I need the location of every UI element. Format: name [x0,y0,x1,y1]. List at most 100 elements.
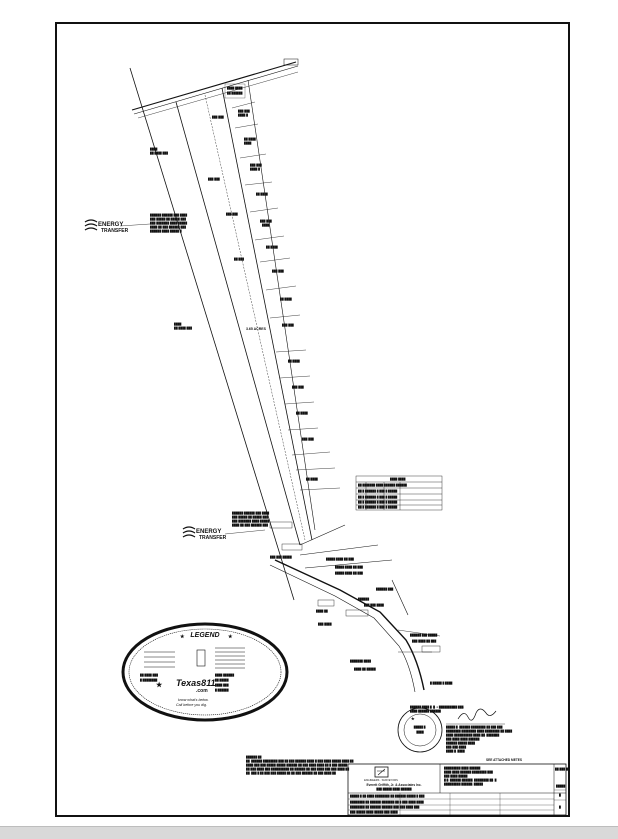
title-block [347,763,567,816]
svg-text:███ ███: ███ ███ [238,109,250,113]
svg-text:███ ████ ████ ██████: ███ ████ ████ ██████ [446,737,480,741]
svg-text:████████ ████████ ████ ███████: ████████ ████████ ████ ████████ ██ ████ [446,729,512,733]
svg-text:███ ███: ███ ███ [260,219,272,223]
svg-text:██ ████ ███: ██ ████ ███ [140,673,158,677]
svg-text:████ ████: ████ ████ [390,477,406,481]
svg-text:█████ █.: █████ █. [414,725,427,729]
svg-text:███ █████ ██ █████ ███: ███ █████ ██ █████ ███ [150,217,186,221]
svg-text:████ ██████ ██████: ████ ██████ ██████ [410,709,441,713]
firm-logo-icon [374,766,389,778]
svg-text:████ ████ ██████ ████████ ███: ████ ████ ██████ ████████ ███ [444,770,493,774]
svg-text:███ ███: ███ ███ [282,323,294,327]
svg-text:████ ██ ███ ██████ ███: ████ ██ ███ ██████ ███ [150,225,186,229]
energy-transfer-logo-lower: ENERGY TRANSFER ██████ ██████ ███ ████ █… [182,511,269,541]
svg-text:████: ████ [174,322,182,326]
svg-text:█: █ [559,793,561,797]
svg-text:███ █████ ████ ██████: ███ █████ ████ ██████ [376,787,411,791]
svg-text:██ ████ ███: ██ ████ ███ [174,326,192,330]
signature-block: ██████ ████ █. █. & ██████████ ███. ████… [410,705,512,753]
svg-text:████ ███: ████ ███ [215,683,229,687]
svg-text:████ ███ ███ █████ █████ █████: ████ ███ ███ █████ █████ ██████ ██ ███ █… [246,763,347,767]
legend-title: LEGEND [190,632,219,639]
svg-text:███ ███ ████: ███ ███ ████ [364,603,384,607]
svg-text:███ ███: ███ ███ [272,269,284,273]
svg-text:███ ███: ███ ███ [212,115,224,119]
svg-text:██ ████: ██ ████ [280,297,292,301]
see-attached-label: SEE ATTACHED METES [486,758,522,762]
svg-text:██ ████: ██ ████ [306,477,318,481]
svg-text:█ █████ █ ████: █ █████ █ ████ [430,681,453,685]
energy-transfer-logo-top: ENERGY TRANSFER ██████ ██████ ███ ████ █… [84,213,187,234]
svg-text:██ ████: ██ ████ [288,359,300,363]
svg-text:██ ████: ██ ████ [266,245,278,249]
svg-text:██████: ██████ [358,597,369,601]
slogan-line1: know what's below. [178,698,209,702]
svg-text:███ ███ █████: ███ ███ █████ [270,555,292,559]
flame-icon [182,526,196,538]
svg-text:█████ █. ██████ ████████ ██: █████ █. ██████ ████████ ██ ███ ███ [446,725,503,729]
signature-mark [457,708,497,721]
firm-header: ENGINEERS · SURVEYORS [364,778,398,782]
svg-text:██ ███ ████ ███ ██████████ ██: ██ ███ ████ ███ ██████████ ██ ██████ ██ … [246,767,349,771]
svg-text:████: ████ [150,147,158,151]
svg-text:███ █████ ██ █████ ███: ███ █████ ██ █████ ███ [232,515,268,519]
svg-text:█████████ ████ ██████: █████████ ████ ██████ [444,766,481,770]
line-table [355,475,443,511]
svg-text:████: ████ [262,223,270,227]
svg-text:██ ███ ██: ██ ███ ██ [555,767,569,771]
svg-text:█████ ████ ██ ███: █████ ████ ██ ███ [335,565,363,569]
star-icon: ★ [228,634,233,640]
brand-line2: TRANSFER [199,535,227,541]
svg-text:██████ ██████ ███ ████: ██████ ██████ ███ ████ [232,511,269,515]
slogan-line2: Call before you dig. [176,703,207,707]
pipeline-corridor [175,79,316,546]
svg-text:██ █ ██████ █ ███ █ █████: ██ █ ██████ █ ███ █ █████ [358,500,397,504]
svg-text:███ ███: ███ ███ [208,177,220,181]
svg-text:██████ ██████ ███ ████: ██████ ██████ ███ ████ [150,213,187,217]
svg-text:███ ███: ███ ███ [292,385,304,389]
svg-text:██ ████: ██ ████ [244,137,256,141]
svg-text:████ ██████████ ████ ██. █████: ████ ██████████ ████ ██. ███████ [446,733,499,737]
svg-text:██. ███ █ ██ ███ ███ █████ ██: ██. ███ █ ██ ███ ███ █████ ██ ██ ███ ███… [246,771,336,775]
svg-text:████ ██████: ████ ██████ [215,673,234,677]
svg-text:██ █ ██████ █ ███ █ █████: ██ █ ██████ █ ███ █ █████ [358,495,397,499]
svg-text:█████ █ ██.████ ████████ █: █████ █ ██.████ ████████ ██ ██████ █████… [350,794,425,798]
svg-text:███ ███: ███ ███ [226,212,238,216]
svg-text:██ ████ ███: ██ ████ ███ [150,151,168,155]
svg-text:████: ████ [244,141,252,145]
svg-text:███ █████ ████ █████ ███ ████: ███ █████ ████ █████ ███ ████ [350,810,398,814]
svg-text:██. ██████ ████████ ███ ██ ███: ██. ██████ ████████ ███ ██ ███ ██████ ██… [246,759,354,763]
svg-text:███████ ████: ███████ ████ [350,659,371,663]
svg-text:████ █: ████ █ [238,113,248,117]
svg-text:██ █████: ██ █████ [215,678,229,682]
svg-text:████ ██: ████ ██ [316,609,328,613]
svg-text:██ █ ██████ █ ███ █ █████: ██ █ ██████ █ ███ █ █████ [358,489,397,493]
brand-line1: ENERGY [98,222,123,228]
svg-text:████ ██ █████: ████ ██ █████ [354,667,376,671]
svg-text:██ ███: ██ ███ [234,257,244,261]
svg-text:█████: █████ [556,784,565,788]
svg-text:███ ████ █████: ███ ████ █████ [444,774,468,778]
svg-text:█████████ ██████, █████: █████████ ██████, █████ [444,782,483,786]
svg-text:█████ ████ ██ ███: █████ ████ ██ ███ [335,571,363,575]
road-crossing [269,521,441,693]
svg-text:█: █ [559,805,561,809]
svg-text:██████ ████ █████ █: ██████ ████ █████ █ [150,229,182,233]
seal-star-icon: ★ [411,716,415,721]
svg-text:██ ████: ██ ████ [296,411,308,415]
svg-text:██████ ██: ██████ ██ [246,755,262,759]
svg-text:███-███-████: ███-███-████ [446,745,466,749]
call811-brand: Texas811 [176,678,216,688]
svg-text:█.█. ██████ ██████, ████████ █: █.█. ██████ ██████, ████████ ██. █ [444,778,497,782]
svg-text:████████ ██ ██████ ██████: ████████ ██ ██████ ██████ ███ ███ ████ █… [350,805,420,809]
window-status-bar [0,826,618,839]
brand-line1: ENERGY [196,529,221,535]
svg-text:██ █ ██████ █ ███ █ █████: ██ █ ██████ █ ███ █ █████ [358,505,397,509]
svg-text:████ █: ████ █ [250,167,260,171]
svg-text:██████ ████ █. █. & ██████████: ██████ ████ █. █. & ██████████ ███. [410,705,464,709]
svg-text:██ ████: ██ ████ [256,192,268,196]
acreage-label: 3.65 ACRES [246,327,267,331]
texas-star-icon: ★ [156,681,163,689]
svg-text:███ ███: ███ ███ [302,437,314,441]
